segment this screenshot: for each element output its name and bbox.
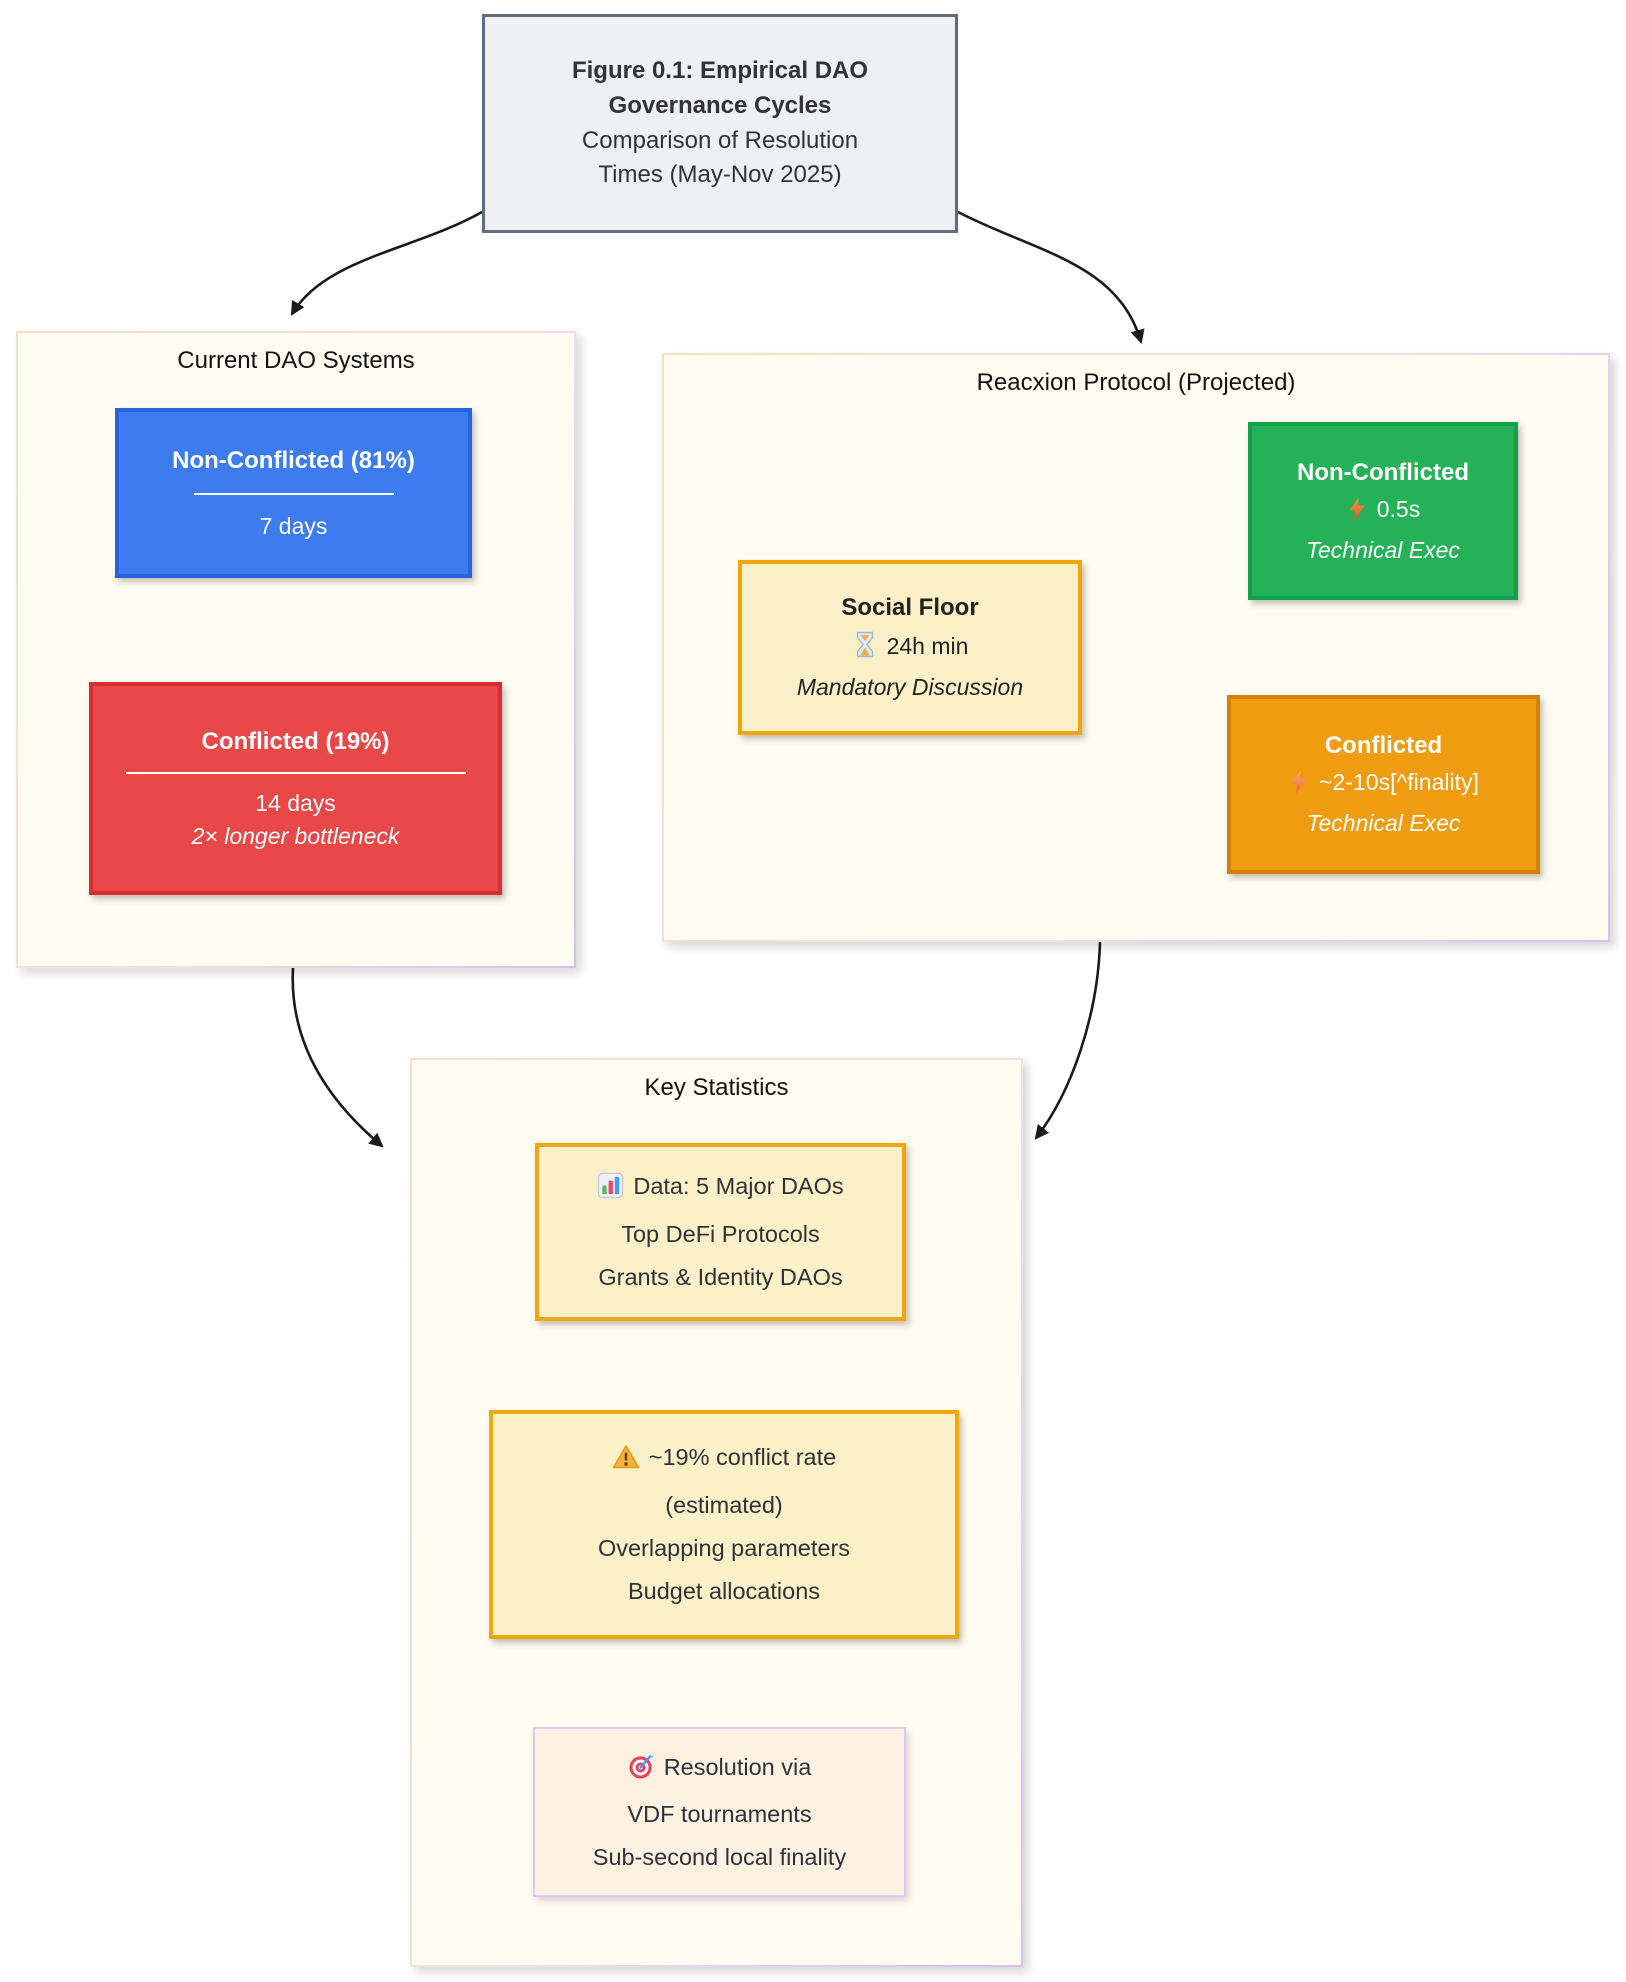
node-current-conflicted: Conflicted (19%) 14 days 2× longer bottl… — [89, 682, 502, 895]
arrow-reacxion-to-stats — [1034, 941, 1102, 1140]
node-title: Social Floor — [841, 594, 979, 621]
node-reacxion-conflicted: Conflicted ~2-10s[^finality] Technical E… — [1227, 695, 1540, 874]
stat-line: VDF tournaments — [627, 1801, 812, 1828]
stat-line: Budget allocations — [627, 1577, 821, 1604]
node-title: Conflicted — [1324, 732, 1443, 759]
arrow-title-to-current — [290, 210, 483, 316]
node-title: Non-Conflicted (81%) — [172, 446, 415, 474]
arrow-current-to-stats — [291, 967, 384, 1148]
bar-chart-icon — [597, 1170, 624, 1213]
stat-line: Sub-second local finality — [592, 1843, 847, 1870]
node-resolution: Resolution via VDF tournaments Sub-secon… — [533, 1727, 906, 1897]
stat-text: Data: 5 Major DAOs — [633, 1173, 844, 1200]
divider — [125, 771, 466, 774]
warning-icon — [612, 1441, 640, 1484]
figure-title-line: Governance Cycles — [608, 91, 832, 119]
subgraph-reacxion-label: Reacxion Protocol (Projected) — [976, 369, 1296, 396]
stat-line: Grants & Identity DAOs — [598, 1263, 843, 1290]
node-reacxion-non-conflicted: Non-Conflicted 0.5s Technical Exec — [1248, 422, 1518, 600]
node-title: Non-Conflicted — [1297, 458, 1469, 486]
arrow-title-to-reacxion — [957, 210, 1145, 345]
node-value: ~2-10s[^finality] — [1319, 769, 1479, 795]
stat-text: Resolution via — [663, 1754, 812, 1781]
node-data-sources: Data: 5 Major DAOs Top DeFi Protocols Gr… — [535, 1143, 906, 1321]
node-conflict-rate: ~19% conflict rate (estimated) Overlappi… — [489, 1410, 959, 1639]
node-value: 14 days — [255, 789, 336, 816]
node-value: 24h min — [886, 633, 969, 659]
subgraph-current-dao-label: Current DAO Systems — [177, 347, 415, 374]
divider — [193, 492, 394, 495]
subgraph-key-statistics-label: Key Statistics — [644, 1074, 789, 1101]
node-note: Mandatory Discussion — [796, 674, 1024, 700]
figure-title-box: Figure 0.1: Empirical DAO Governance Cyc… — [482, 14, 958, 233]
node-social-floor: Social Floor 24h min Mandatory Discussio… — [738, 560, 1082, 735]
stat-line: Resolution via — [628, 1746, 812, 1793]
node-current-non-conflicted: Non-Conflicted (81%) 7 days — [115, 408, 472, 578]
stat-line: ~19% conflict rate — [612, 1436, 836, 1484]
figure-subtitle-line: Comparison of Resolution — [581, 126, 859, 154]
stat-line: Top DeFi Protocols — [621, 1221, 820, 1248]
node-title: Conflicted (19%) — [201, 727, 390, 755]
hourglass-icon — [852, 631, 878, 665]
node-value-line: 24h min — [852, 631, 969, 665]
stat-line: (estimated) — [665, 1492, 783, 1519]
node-note: 2× longer bottleneck — [191, 822, 400, 849]
lightning-icon — [1346, 496, 1368, 528]
target-icon — [628, 1751, 655, 1793]
node-value-line: ~2-10s[^finality] — [1288, 769, 1479, 801]
lightning-icon — [1288, 769, 1310, 801]
node-note: Technical Exec — [1306, 536, 1460, 563]
node-value-line: 0.5s — [1346, 496, 1420, 528]
figure-subtitle-line: Times (May-Nov 2025) — [598, 161, 842, 189]
node-value: 0.5s — [1376, 495, 1421, 522]
stat-text: ~19% conflict rate — [648, 1444, 837, 1471]
figure-title-line: Figure 0.1: Empirical DAO — [571, 56, 869, 84]
stat-line: Data: 5 Major DAOs — [597, 1165, 844, 1213]
node-value: 7 days — [259, 512, 328, 539]
stat-line: Overlapping parameters — [597, 1535, 851, 1561]
node-note: Technical Exec — [1306, 810, 1461, 836]
